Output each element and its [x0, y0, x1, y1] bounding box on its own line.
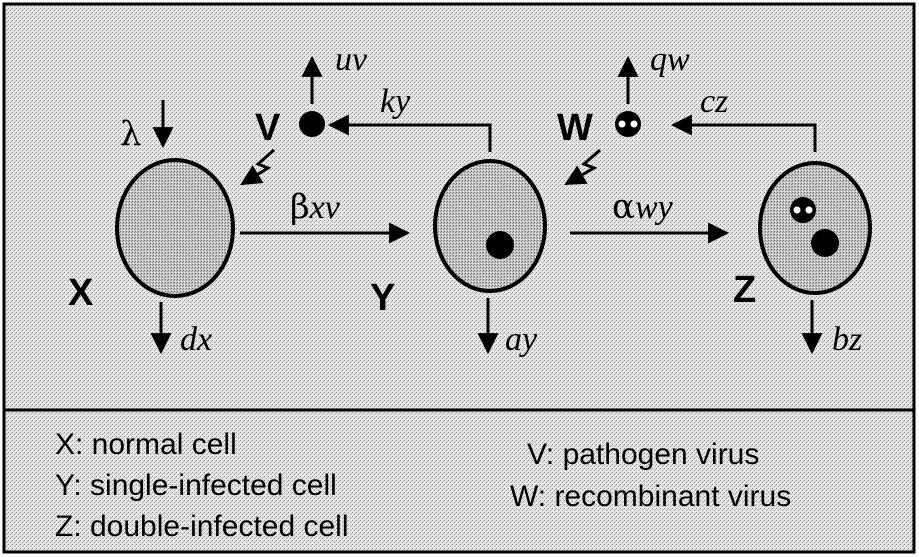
rate-beta-rest: xv — [309, 189, 341, 226]
legend-v: V: pathogen virus — [527, 438, 759, 471]
rate-uv: uv — [335, 41, 368, 78]
rate-beta-xv: βxv — [290, 187, 341, 227]
rate-beta-symbol: β — [290, 187, 310, 227]
rate-lambda: λ — [120, 114, 142, 154]
rate-cz: cz — [700, 83, 728, 120]
cell-z-virus-v — [811, 229, 839, 257]
virus-v-label: V — [255, 107, 281, 149]
cell-y-label: Y — [370, 277, 395, 319]
virus-w-particle — [615, 111, 641, 137]
rate-dx: dx — [180, 321, 212, 358]
legend-z: Z: double-infected cell — [55, 510, 349, 543]
virus-v-particle — [299, 111, 325, 137]
legend-x: X: normal cell — [55, 428, 237, 461]
cell-x-label: X — [68, 272, 94, 314]
rate-alpha-wy: αwy — [612, 187, 674, 227]
rate-qw: qw — [650, 41, 690, 78]
cell-z-body — [760, 163, 870, 293]
rate-alpha-rest: wy — [635, 189, 674, 226]
virus-w-label: W — [557, 107, 593, 149]
rate-alpha-symbol: α — [612, 187, 635, 227]
rate-bz: bz — [832, 321, 862, 358]
cell-x-body — [117, 160, 233, 296]
legend-y: Y: single-infected cell — [55, 469, 337, 502]
cell-y-body — [435, 161, 545, 291]
legend-w: W: recombinant virus — [510, 480, 791, 513]
rate-ay: ay — [505, 321, 538, 358]
rate-ky: ky — [380, 83, 411, 120]
cell-z-virus-w — [790, 197, 816, 223]
cell-z-label: Z — [733, 269, 756, 311]
cell-y-virus-v — [486, 231, 514, 259]
